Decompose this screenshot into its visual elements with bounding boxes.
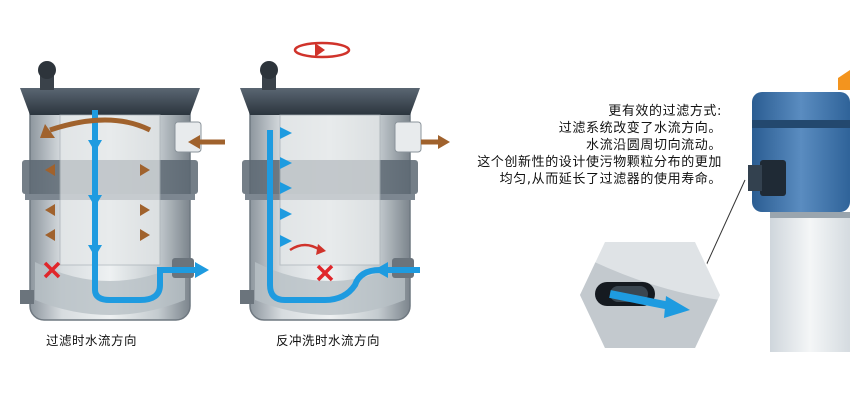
blocked-x-icon bbox=[316, 264, 334, 282]
blocked-x-icon bbox=[43, 261, 61, 279]
description-title: 更有效的过滤方式: bbox=[608, 104, 722, 119]
caption-backwash: 反冲洗时水流方向 bbox=[276, 333, 381, 348]
description-line: 均匀,从而延长了过滤器的使用寿命。 bbox=[499, 172, 722, 187]
filtration-flow-arrows bbox=[40, 110, 225, 303]
flow-arrow-icon bbox=[195, 262, 209, 278]
callout-line bbox=[703, 179, 746, 271]
zoom-hexagon bbox=[578, 240, 722, 350]
swirl-arrow-icon bbox=[289, 41, 351, 255]
description-block: 更有效的过滤方式: 过滤系统改变了水流方向。 水流沿圆周切向流动。 这个创新性的… bbox=[477, 103, 722, 188]
description-line: 这个创新性的设计使污物颗粒分布的更加 bbox=[477, 155, 722, 170]
filter-housing-filtration bbox=[20, 61, 202, 321]
description-line: 水流沿圆周切向流动。 bbox=[585, 138, 722, 153]
pump-unit bbox=[748, 70, 850, 352]
description-line: 过滤系统改变了水流方向。 bbox=[558, 121, 722, 136]
caption-filtration: 过滤时水流方向 bbox=[46, 333, 138, 348]
backwash-flow-arrows bbox=[267, 127, 450, 303]
flow-arrow-icon bbox=[664, 296, 690, 318]
